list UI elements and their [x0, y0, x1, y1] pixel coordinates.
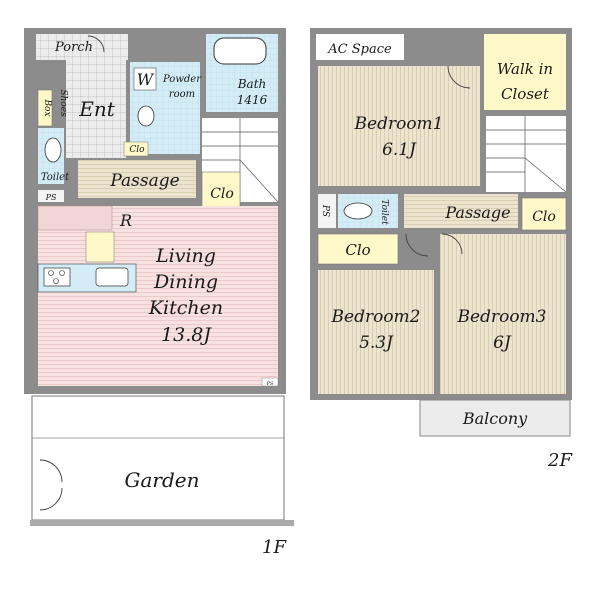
- bedroom2-area: [318, 270, 434, 394]
- second-floor-closet-left: [317, 233, 399, 265]
- passage-1f-label: Passage: [109, 171, 179, 191]
- small-clo-label: Clo: [129, 145, 145, 155]
- bedroom1-door-swing: [447, 65, 471, 89]
- powder-label: Powder: [162, 74, 202, 85]
- garden-gate-swing-2: [39, 487, 63, 511]
- second-floor-label: 2F: [547, 450, 573, 471]
- ps-box-2f: [318, 194, 336, 228]
- ps-box-1f: [38, 190, 64, 202]
- clo-1f-label: Clo: [210, 186, 234, 202]
- first-floor-passage: [78, 160, 196, 198]
- r-label: R: [119, 211, 132, 230]
- bedroom3-label: Bedroom3: [457, 307, 547, 327]
- garden-area: [31, 395, 285, 521]
- ac-space-label: AC Space: [327, 42, 392, 57]
- ac-space-area: [316, 34, 404, 60]
- w-label: W: [137, 70, 155, 89]
- bedroom1-area: [318, 66, 480, 186]
- clo-right-label: Clo: [532, 209, 556, 225]
- bedroom3-door-swing: [441, 233, 463, 255]
- kitchen-label: Kitchen: [148, 297, 223, 319]
- second-floor-closet-right: [521, 197, 567, 231]
- living-label: Living: [155, 245, 216, 267]
- second-floor-passage: [404, 194, 518, 228]
- walk-in-label: Walk in: [497, 60, 553, 78]
- bathtub: [213, 37, 267, 65]
- balcony-label: Balcony: [462, 409, 528, 428]
- second-floor: AC Space Walk in Closet Bedroom1 6.1J PS…: [310, 28, 573, 471]
- shoes-box: [37, 89, 53, 127]
- ps-small-box: [261, 377, 279, 387]
- garden-label: Garden: [125, 468, 200, 492]
- porch-door-swing: [87, 35, 105, 53]
- first-floor-label: 1F: [262, 537, 287, 558]
- toilet-1f-label: Toilet: [41, 172, 70, 183]
- bedroom3-area: [440, 234, 566, 394]
- closet-label: Closet: [501, 85, 550, 103]
- ldk-area: [38, 206, 278, 386]
- entrance-area: [66, 60, 126, 158]
- room-label: room: [169, 89, 195, 100]
- pantry: [85, 231, 115, 263]
- ldk-size-label: 13.8J: [161, 324, 212, 346]
- small-closet: [123, 141, 149, 157]
- bath-label: Bath: [237, 77, 267, 91]
- passage-2f-label: Passage: [444, 203, 510, 222]
- bath-size-label: 1416: [237, 93, 268, 107]
- toilet-fixture-2f: [343, 202, 373, 220]
- garden-boundary: [30, 520, 294, 526]
- box-label: Box: [42, 98, 52, 116]
- refrigerator-space: [37, 205, 113, 231]
- wash-basin: [137, 105, 155, 127]
- shoes-label: Shoes: [58, 89, 68, 117]
- bedroom2-size-label: 5.3J: [359, 333, 394, 353]
- kitchen-sink: [95, 267, 129, 287]
- ps-2f-label: PS: [320, 204, 330, 217]
- clo-left-label: Clo: [345, 241, 370, 259]
- bedroom1-label: Bedroom1: [354, 114, 444, 134]
- bedroom2-door-swing: [405, 233, 429, 257]
- walk-in-closet-area: [484, 34, 566, 110]
- toilet-fixture-1f: [44, 137, 62, 163]
- toilet-2f-label: Toilet: [379, 199, 389, 225]
- porch-area: [36, 34, 128, 60]
- garden-gate-swing: [39, 459, 63, 483]
- ps-small-label: PS: [266, 381, 274, 387]
- ps-1f-label: PS: [45, 193, 57, 202]
- dining-label: Dining: [153, 271, 218, 293]
- stair-steps-2f: [486, 116, 567, 193]
- bedroom3-size-label: 6J: [493, 333, 512, 353]
- bedroom2-label: Bedroom2: [331, 307, 421, 327]
- balcony-area: [419, 399, 571, 437]
- washer-space: [133, 67, 157, 91]
- stove: [43, 267, 71, 287]
- bedroom1-size-label: 6.1J: [382, 140, 417, 160]
- second-floor-stairs: [486, 116, 566, 192]
- porch-label: Porch: [54, 40, 93, 55]
- ent-label: Ent: [78, 97, 115, 121]
- first-floor: Porch Ent Shoes Box W Powder room Bath 1…: [24, 28, 294, 558]
